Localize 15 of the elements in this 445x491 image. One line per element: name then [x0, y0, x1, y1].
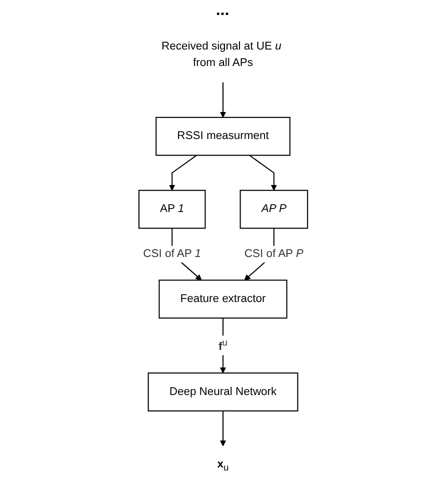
node-box: Feature extractor — [158, 280, 287, 319]
arrow — [219, 82, 226, 118]
edge-label: CSI of AP P — [244, 248, 303, 260]
node-box: Deep Neural Network — [147, 372, 298, 412]
node-text: x$_{u}$ — [216, 458, 228, 473]
arrow — [219, 318, 226, 374]
node-box: RSSI measurment — [155, 116, 290, 156]
ellipsis-text: ... — [216, 2, 230, 20]
edge-label: CSI of AP 1 — [142, 248, 201, 260]
node-box: AP 1 — [138, 190, 206, 229]
edge-label: f$^{u}$ — [218, 337, 227, 353]
arrow — [248, 154, 276, 191]
node-text: Received signal at UE u from all APs — [161, 40, 281, 70]
arrow — [219, 410, 226, 446]
arrow — [168, 154, 196, 191]
